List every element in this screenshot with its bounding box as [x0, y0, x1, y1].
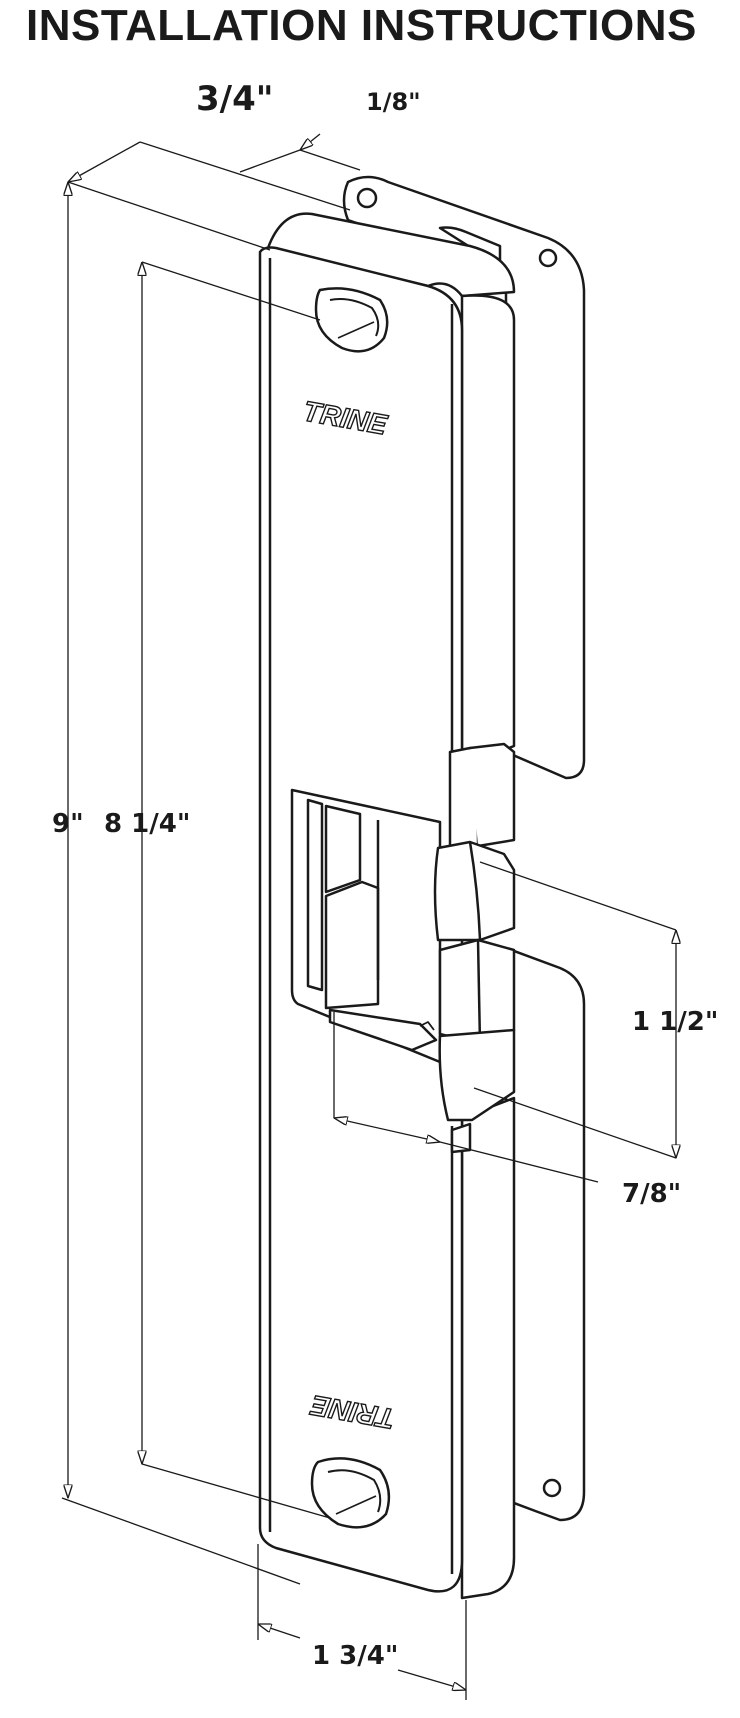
back-plate-bottom: [504, 946, 586, 1522]
page-title: INSTALLATION INSTRUCTIONS: [26, 1, 697, 50]
bottom-mounting-hole: [310, 1457, 391, 1529]
top-mounting-hole: [314, 287, 389, 353]
dimension-lines: [61, 133, 676, 1700]
dim-plate-offset: 1/8": [366, 88, 421, 116]
dim-face-width: 1 3/4": [312, 1641, 398, 1671]
dim-keeper-opening: 1 1/2": [632, 1007, 718, 1037]
dim-hole-spacing: 8 1/4": [104, 809, 190, 839]
latch-mechanism: [433, 742, 516, 1154]
dim-total-height: 9": [52, 809, 84, 839]
keeper-cavity: [290, 788, 442, 1064]
dim-keeper-depth: 7/8": [622, 1179, 681, 1209]
dim-face-depth: 3/4": [196, 79, 273, 119]
